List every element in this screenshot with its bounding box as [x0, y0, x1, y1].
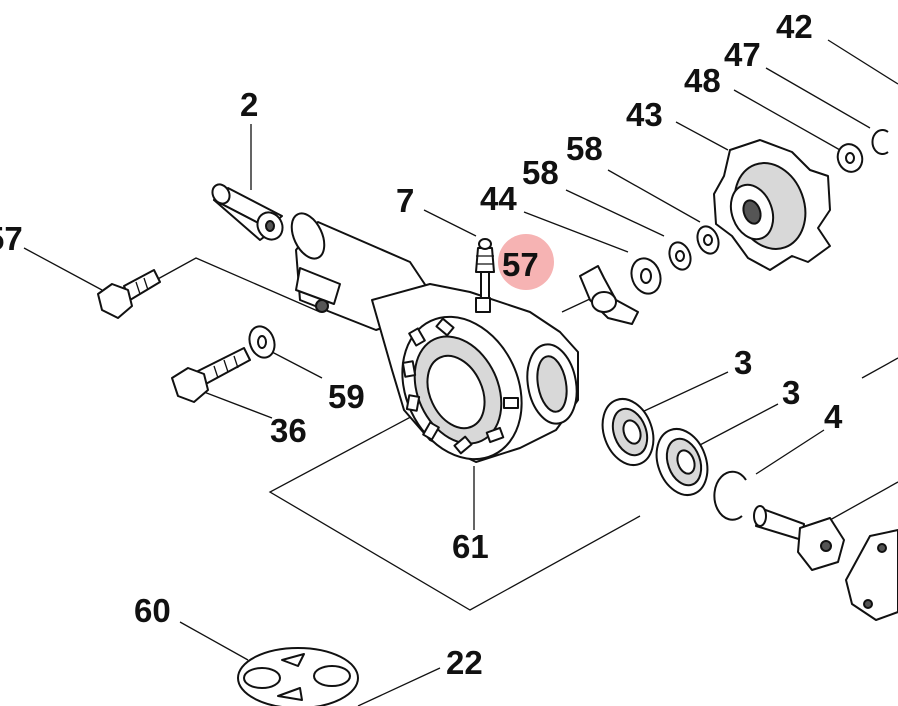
highlight-marker — [498, 234, 554, 290]
gear-teeth — [401, 317, 519, 455]
label-58-b: 58 — [566, 130, 603, 167]
label-58-a: 58 — [522, 154, 559, 191]
part-60-disc — [237, 647, 359, 706]
output-shaft — [753, 505, 845, 571]
label-43: 43 — [626, 96, 663, 133]
label-7: 7 — [396, 182, 414, 219]
label-48: 48 — [684, 62, 721, 99]
leader-lines — [23, 39, 898, 706]
part-36-bolt — [171, 347, 251, 403]
label-22: 22 — [446, 644, 483, 681]
part-48-washer — [836, 143, 864, 173]
part-47-circlip — [871, 129, 889, 155]
label-2: 2 — [240, 86, 258, 123]
label-61: 61 — [452, 528, 489, 565]
label-4: 4 — [824, 398, 843, 435]
part-59-washer — [248, 325, 276, 359]
label-44: 44 — [480, 180, 517, 217]
part-4-circlip — [713, 470, 747, 521]
part-labels: 2 7 44 58 58 43 48 47 42 57 57 59 36 3 3… — [0, 8, 843, 681]
label-42: 42 — [776, 8, 813, 45]
guard-cover-fragment — [845, 529, 898, 621]
label-47: 47 — [724, 36, 761, 73]
label-57-highlighted: 57 — [502, 246, 539, 283]
part-44-clamp — [579, 265, 639, 325]
part-58-washers — [630, 225, 720, 295]
part-61-gear-housing — [290, 212, 579, 463]
label-3-b: 3 — [782, 374, 800, 411]
label-60: 60 — [134, 592, 171, 629]
part-7-grease-nipple — [475, 238, 495, 299]
label-59: 59 — [328, 378, 365, 415]
part-2-pin — [211, 183, 284, 241]
part-3-bearing-1 — [601, 398, 655, 466]
label-57-left: 57 — [0, 220, 23, 257]
part-3-bearing-2 — [655, 428, 709, 496]
label-3-a: 3 — [734, 344, 752, 381]
part-43-star-knob — [713, 139, 831, 271]
label-36: 36 — [270, 412, 307, 449]
part-57-bolt-left — [97, 269, 161, 319]
